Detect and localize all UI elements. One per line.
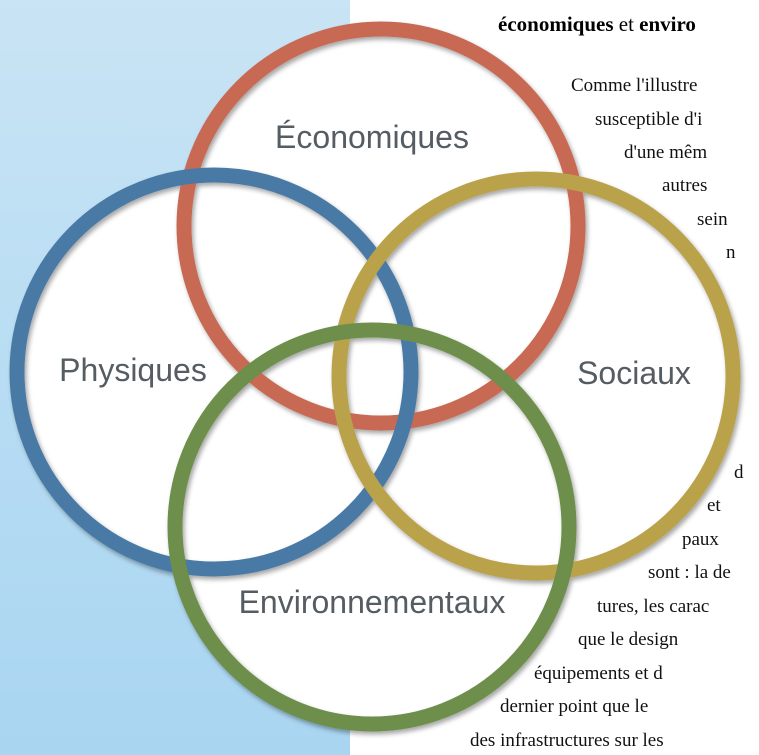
body-line: dernier point que le: [500, 696, 649, 717]
ring-physiques: [9, 167, 419, 577]
label-environnementaux: Environnementaux: [239, 584, 506, 620]
body-line: Comme l'illustre: [571, 75, 698, 96]
body-line: d: [734, 462, 744, 483]
venn-fill: [17, 29, 733, 724]
section-heading: économiques et enviro: [498, 12, 696, 36]
body-line: sein: [697, 209, 728, 230]
ring-environnementaux: [167, 322, 577, 732]
body-line: d'une mêm: [624, 142, 708, 163]
body-line: susceptible d'i: [595, 109, 703, 130]
ring-sociaux: [331, 171, 741, 581]
body-line: que le design: [578, 629, 679, 650]
label-economiques: Économiques: [275, 119, 469, 155]
ring-economiques: [176, 21, 586, 431]
label-physiques: Physiques: [59, 352, 207, 388]
body-line: des infrastructures sur les: [470, 730, 664, 751]
body-line: et: [707, 495, 721, 516]
body-line: tures, les carac: [597, 596, 710, 617]
body-line: autres: [662, 175, 708, 196]
body-line: n: [726, 242, 736, 263]
body-line: sont : la de: [648, 562, 731, 583]
label-sociaux: Sociaux: [577, 355, 691, 391]
body-line: paux: [682, 529, 719, 550]
body-line: équipements et d: [534, 663, 663, 684]
